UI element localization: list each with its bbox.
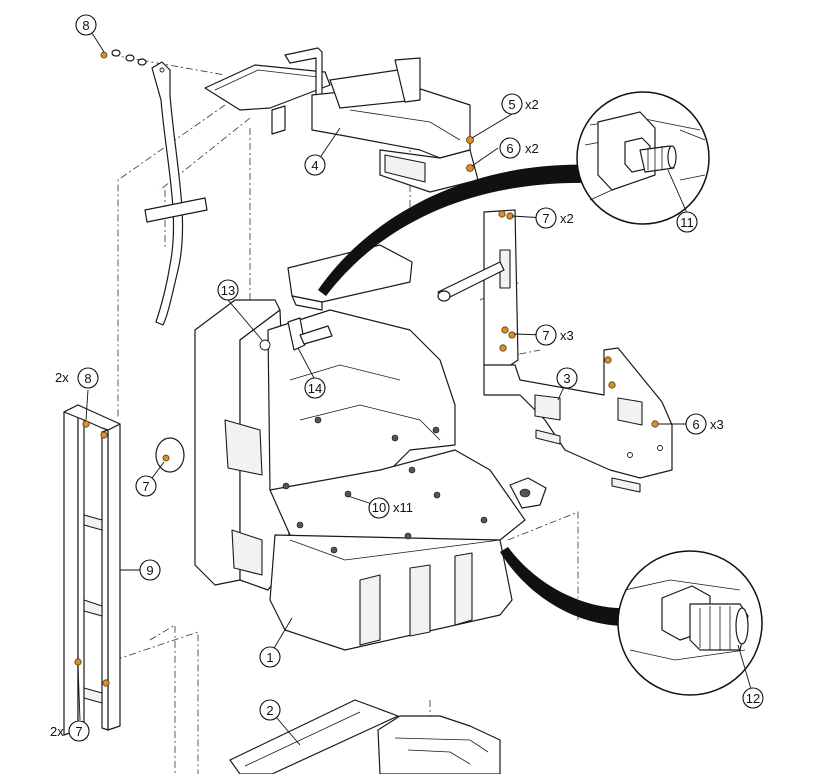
svg-text:2: 2: [266, 703, 273, 718]
svg-text:1: 1: [266, 650, 273, 665]
callout-14: 14: [304, 377, 326, 399]
callout-8-ladder: 2x 8: [55, 367, 99, 389]
callout-4: 4: [304, 154, 326, 176]
callout-3: 3: [556, 367, 578, 389]
part-2-floor-frame: [229, 699, 501, 774]
svg-text:x3: x3: [560, 328, 574, 343]
part-9-ladder: [63, 404, 121, 736]
svg-text:13: 13: [221, 283, 235, 298]
strap-part: [144, 61, 208, 326]
callout-6-lower: 6 x3: [685, 413, 724, 435]
svg-text:x2: x2: [525, 141, 539, 156]
svg-text:x11: x11: [393, 500, 413, 515]
callout-10: 10 x11: [368, 497, 413, 519]
detail-pointer-arcs: [318, 164, 628, 626]
leader-lines: [77, 32, 754, 746]
svg-text:x2: x2: [560, 211, 574, 226]
svg-text:7: 7: [75, 724, 82, 739]
svg-text:5: 5: [508, 97, 515, 112]
svg-text:6: 6: [692, 417, 699, 432]
svg-text:7: 7: [542, 211, 549, 226]
svg-text:2x: 2x: [50, 724, 64, 739]
callout-7-x3: 7 x3: [535, 324, 574, 346]
callout-9: 9: [139, 559, 161, 581]
callout-8-top: 8: [75, 14, 97, 36]
svg-text:10: 10: [372, 500, 386, 515]
callout-13: 13: [217, 279, 239, 301]
callout-6-upper: 6 x2: [499, 137, 539, 159]
svg-text:11: 11: [680, 215, 694, 230]
svg-text:x3: x3: [710, 417, 724, 432]
part-4-upper-bracket: [204, 47, 479, 193]
hardware-8-set: [100, 49, 147, 66]
svg-text:14: 14: [308, 381, 322, 396]
callout-5: 5 x2: [501, 93, 539, 115]
svg-text:3: 3: [563, 371, 570, 386]
callout-2: 2: [259, 699, 281, 721]
svg-text:8: 8: [84, 371, 91, 386]
callout-11: 11: [676, 211, 698, 233]
detail-view-fitting-12: [617, 550, 763, 696]
svg-text:12: 12: [746, 691, 760, 706]
svg-text:9: 9: [146, 563, 153, 578]
part-3-mounting-plates: [437, 209, 673, 493]
callout-1: 1: [259, 646, 281, 668]
svg-text:x2: x2: [525, 97, 539, 112]
detail-view-fitting-11: [576, 91, 710, 225]
svg-text:4: 4: [311, 158, 318, 173]
svg-text:7: 7: [542, 328, 549, 343]
svg-text:6: 6: [506, 141, 513, 156]
part-1-main-tank: [194, 244, 547, 651]
callout-7-x2: 7 x2: [535, 207, 574, 229]
svg-text:8: 8: [82, 18, 89, 33]
callout-7-ladder-bottom: 2x 7: [50, 720, 90, 742]
callout-12: 12: [742, 687, 764, 709]
callout-7-washer: 7: [135, 475, 157, 497]
svg-text:2x: 2x: [55, 370, 69, 385]
svg-text:7: 7: [142, 479, 149, 494]
